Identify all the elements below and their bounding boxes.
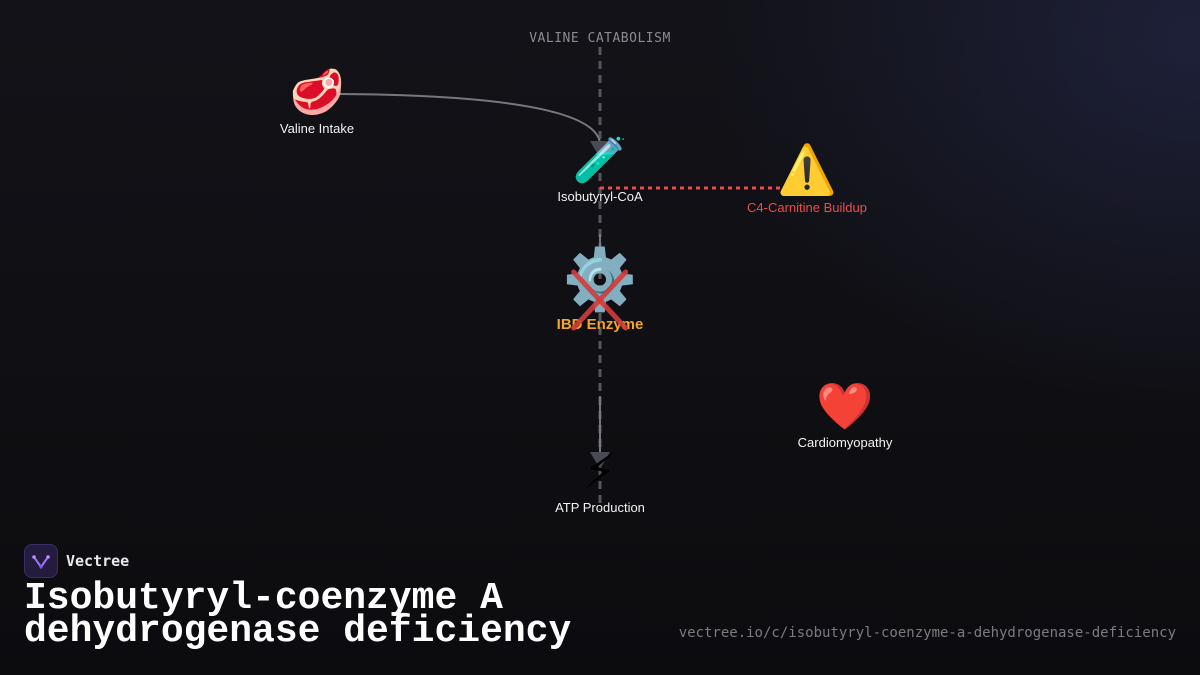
node-label: Valine Intake <box>279 121 355 136</box>
blocked-cross-icon <box>571 269 629 331</box>
test-tube-icon: 🧪 <box>572 135 628 186</box>
valine-to-isobutyryl-arrowhead <box>590 141 610 158</box>
node-label: Cardiomyopathy <box>797 435 893 450</box>
node-valine-intake[interactable]: 🥩 Valine Intake <box>279 67 355 137</box>
node-cardiomyopathy[interactable]: ❤️ Cardiomyopathy <box>798 383 893 450</box>
valine-to-isobutyryl-connector <box>337 93 601 146</box>
lightning-icon: ⚡ <box>583 444 617 498</box>
gear-icon: ⚙️ <box>557 250 644 331</box>
brand[interactable]: Vectree <box>24 544 129 578</box>
heart-icon: ❤️ <box>816 379 874 433</box>
warning-icon: ⚠️ <box>777 142 837 198</box>
node-isobutyryl-coa[interactable]: 🧪 Isobutyryl-CoA <box>557 135 643 205</box>
node-atp-production[interactable]: ⚡ ATP Production <box>555 448 645 515</box>
node-label: ATP Production <box>555 500 645 515</box>
vectree-logo-mark <box>32 555 50 569</box>
brand-name: Vectree <box>66 552 130 570</box>
node-label: Isobutyryl-CoA <box>557 189 643 204</box>
enzyme-to-atp-arrowhead <box>590 452 610 469</box>
meat-icon: 🥩 <box>289 67 345 118</box>
node-c4-carnitine-buildup[interactable]: ⚠️ C4-Carnitine Buildup <box>747 146 867 215</box>
pathway-title: VALINE CATABOLISM <box>529 31 671 46</box>
node-ibd-enzyme[interactable]: ⚙️ IBD Enzyme <box>557 250 644 333</box>
page-url[interactable]: vectree.io/c/isobutyryl-coenzyme-a-dehyd… <box>678 625 1176 641</box>
vectree-logo-icon <box>24 544 58 578</box>
page-title: Isobutyryl-coenzyme A dehydrogenase defi… <box>24 577 572 653</box>
node-label: C4-Carnitine Buildup <box>747 200 867 215</box>
